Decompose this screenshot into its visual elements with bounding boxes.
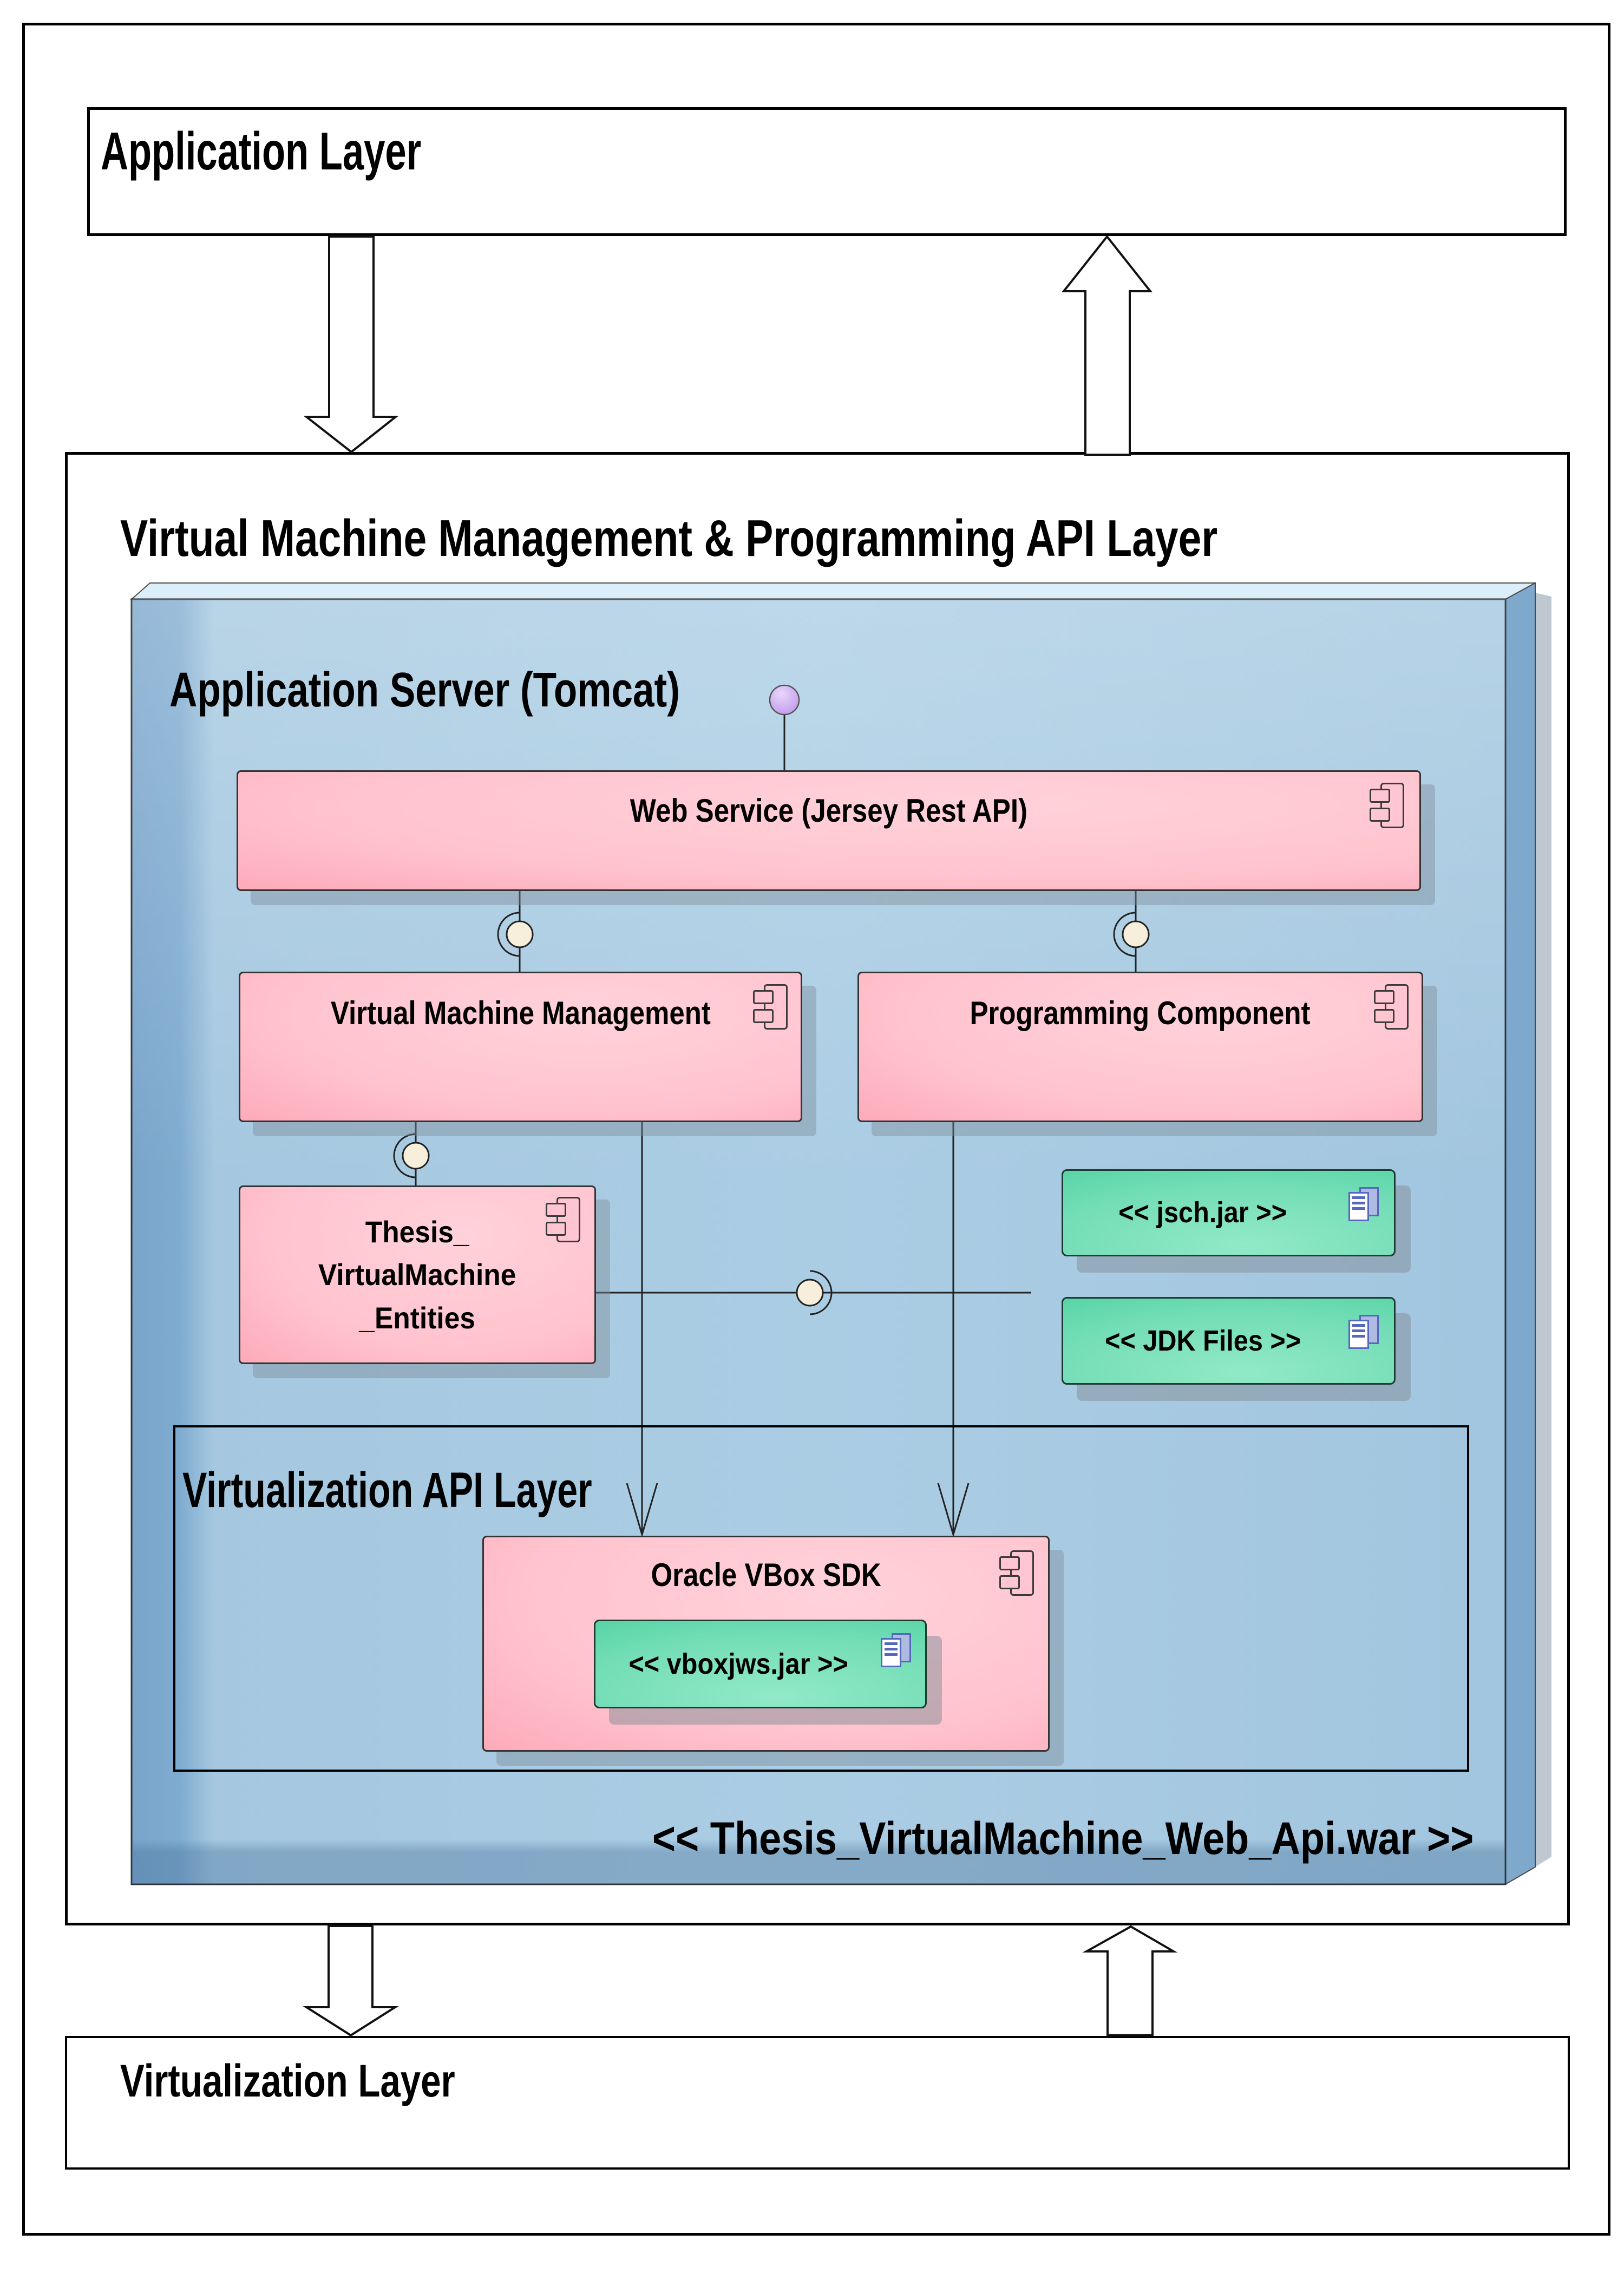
web-service-box: Web Service (Jersey Rest API) — [237, 770, 1421, 891]
virtualization-layer-title-text: Virtualization Layer — [120, 2055, 455, 2106]
web-service-label: Web Service (Jersey Rest API) — [630, 792, 1028, 829]
component-icon — [546, 1197, 581, 1242]
component-icon — [1374, 984, 1410, 1030]
vm-management-label: Virtual Machine Management — [330, 995, 711, 1031]
outer-border — [22, 23, 1610, 2236]
application-layer-title-text: Application Layer — [101, 121, 422, 181]
war-artifact-label-text: << Thesis_VirtualMachine_Web_Api.war >> — [652, 1813, 1474, 1864]
application-layer-box — [87, 107, 1567, 236]
socket-arc-2 — [1113, 912, 1136, 957]
war-artifact-label: << Thesis_VirtualMachine_Web_Api.war >> — [540, 1814, 1474, 1862]
vboxjws-artifact-box: << vboxjws.jar >> — [594, 1620, 927, 1708]
arrow-up-top — [1061, 234, 1153, 456]
vboxjws-artifact-label: << vboxjws.jar >> — [628, 1647, 849, 1680]
application-layer-title: Application Layer — [101, 123, 546, 179]
vm-management-box: Virtual Machine Management — [239, 972, 802, 1122]
virtualization-layer-box — [65, 2036, 1570, 2170]
app-server-shadow — [1535, 593, 1551, 1867]
app-server-title-text: Application Server (Tomcat) — [169, 663, 680, 717]
layer-arrows — [303, 234, 1178, 2037]
socket-arc-3 — [393, 1133, 416, 1178]
entities-box: Thesis_ VirtualMachine _Entities — [239, 1185, 596, 1364]
jsch-artifact-box: << jsch.jar >> — [1062, 1169, 1396, 1256]
interface-ball-4 — [796, 1279, 824, 1307]
socket-arc-1 — [497, 912, 520, 957]
socket-arc-4 — [809, 1270, 833, 1315]
app-server-title: Application Server (Tomcat) — [169, 665, 816, 716]
programming-component-label: Programming Component — [970, 995, 1311, 1031]
arrowhead-sdk-right — [937, 1483, 970, 1538]
virtualization-layer-title: Virtualization Layer — [120, 2057, 539, 2105]
jdk-files-artifact-box: << JDK Files >> — [1062, 1297, 1396, 1385]
entities-label-line2: VirtualMachine — [318, 1257, 516, 1292]
document-icon — [1348, 1187, 1379, 1223]
app-server-right-face — [1505, 582, 1536, 1885]
interface-ball-1 — [506, 920, 534, 948]
component-icon — [753, 984, 789, 1030]
interface-ball-2 — [1122, 920, 1150, 948]
component-icon — [1370, 783, 1405, 828]
component-icon — [999, 1550, 1035, 1596]
entities-label-line1: Thesis_ — [365, 1214, 469, 1249]
virtualization-api-layer-title-text: Virtualization API Layer — [182, 1463, 592, 1518]
virtualization-api-layer-box — [173, 1425, 1469, 1772]
jsch-artifact-label: << jsch.jar >> — [1118, 1196, 1287, 1229]
vm-api-layer-title: Virtual Machine Management & Programming… — [120, 509, 1492, 567]
app-server-top-face — [130, 582, 1536, 600]
programming-component-box: Programming Component — [857, 972, 1423, 1122]
virtualization-api-layer-title: Virtualization API Layer — [182, 1464, 736, 1517]
interface-ball-3 — [402, 1142, 430, 1170]
oracle-vbox-sdk-label: Oracle VBox SDK — [651, 1557, 881, 1593]
entities-label-line3: _Entities — [359, 1300, 476, 1335]
arrow-down-bottom — [303, 1925, 399, 2037]
arrow-up-bottom — [1082, 1925, 1178, 2036]
port-ball-purple — [769, 684, 800, 716]
jdk-files-artifact-label: << JDK Files >> — [1104, 1324, 1301, 1357]
vm-api-layer-title-text: Virtual Machine Management & Programming… — [120, 509, 1218, 567]
document-icon — [1348, 1315, 1379, 1351]
interface-lollipops — [393, 912, 1150, 1315]
arrow-down-top — [303, 235, 399, 454]
arrowhead-sdk-left — [626, 1483, 658, 1538]
document-icon — [881, 1633, 911, 1669]
